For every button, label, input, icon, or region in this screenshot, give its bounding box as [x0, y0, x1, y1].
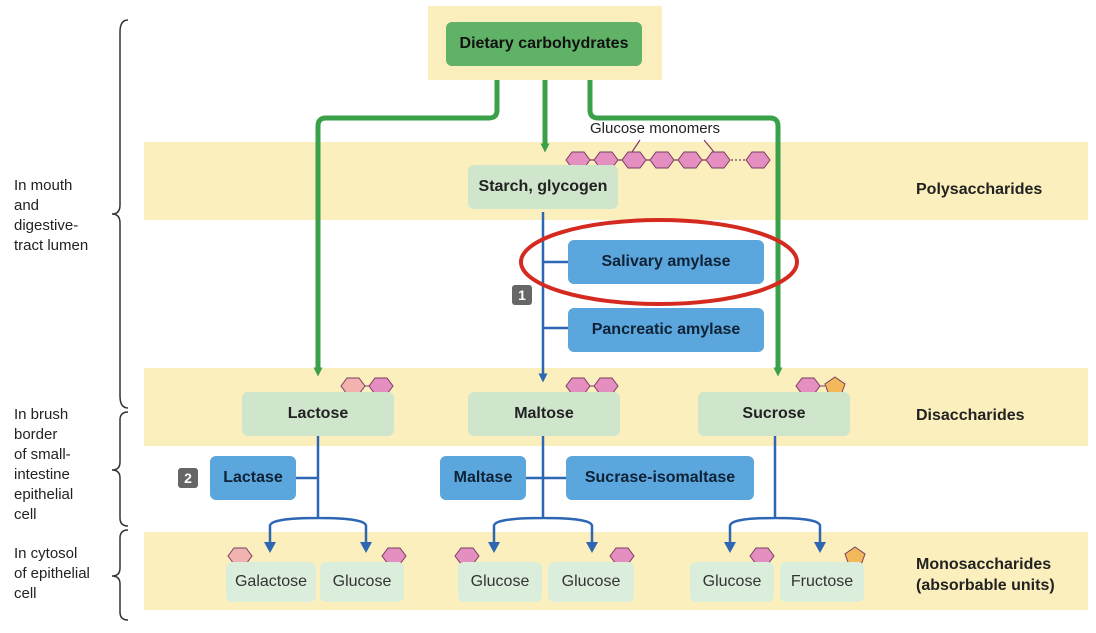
highlight-ellipse: [519, 218, 799, 306]
glucose-monomers-label: Glucose monomers: [590, 120, 721, 137]
polysaccharides-label: Polysaccharides: [916, 181, 1043, 198]
maltase-box: Maltase: [440, 456, 526, 500]
location-cytosol-label: In cytosol of epithelial cell: [14, 545, 90, 602]
location-brackets: [111, 19, 129, 621]
glucose-box-2: Glucose: [458, 562, 542, 602]
sucrose-icon: [795, 376, 846, 396]
starch-glycogen-box: Starch, glycogen: [468, 165, 618, 209]
glucose-box-1: Glucose: [320, 562, 404, 602]
step-1-badge: 1: [512, 285, 532, 305]
green-arrows: [313, 80, 783, 377]
sucrose-box: Sucrose: [698, 392, 850, 436]
location-mouth-label: In mouth and digestive- tract lumen: [14, 177, 89, 254]
pancreatic-amylase-box: Pancreatic amylase: [568, 308, 764, 352]
lactose-icon: [340, 377, 394, 395]
location-brush-border-label: In brush border of small- intestine epit…: [14, 406, 74, 523]
glucose-box-3: Glucose: [548, 562, 634, 602]
salivary-amylase-box: Salivary amylase: [568, 240, 764, 284]
glucose-monomer-chain: [565, 151, 771, 169]
monosaccharides-label: Monosaccharides (absorbable units): [916, 556, 1055, 594]
sucrase-isomaltase-box: Sucrase-isomaltase: [566, 456, 754, 500]
lactose-box: Lactose: [242, 392, 394, 436]
monomer-links: [590, 139, 745, 161]
blue-arrowheads: [264, 542, 826, 553]
galactose-box: Galactose: [226, 562, 316, 602]
maltose-box: Maltose: [468, 392, 620, 436]
blue-arrows: [268, 212, 822, 548]
glucose-box-4: Glucose: [690, 562, 774, 602]
fructose-box: Fructose: [780, 562, 864, 602]
dietary-carbohydrates-box: Dietary carbohydrates: [446, 22, 642, 66]
step-2-badge: 2: [178, 468, 198, 488]
lactase-box: Lactase: [210, 456, 296, 500]
disaccharides-label: Disaccharides: [916, 407, 1025, 424]
